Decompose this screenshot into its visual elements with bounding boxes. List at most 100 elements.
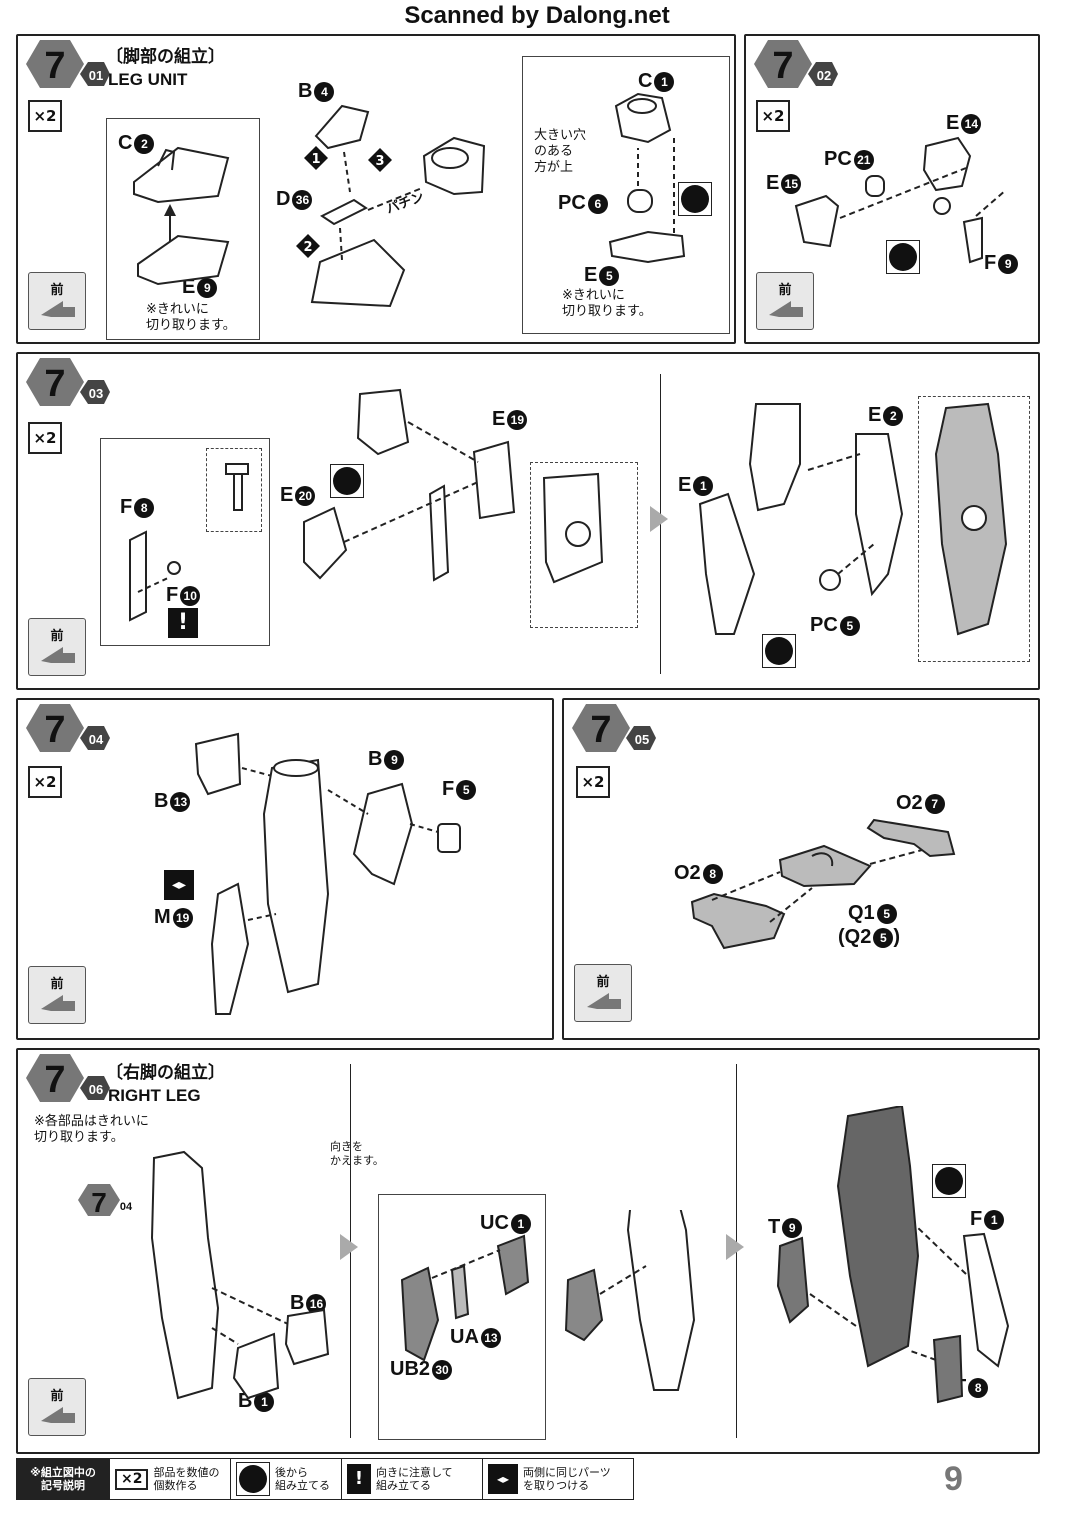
step-badge-7-04: 7 04	[26, 704, 110, 752]
next-arrow-1	[340, 1234, 358, 1260]
attach-later-icon	[236, 1462, 270, 1496]
note-cut-all-cleanly: ※各部品はきれいに 切り取ります。	[34, 1114, 149, 1145]
legend-text-mirror: 両側に同じパーツ を取りつける	[523, 1466, 611, 1492]
symbol-legend: ※組立図中の 記号説明 ×2 部品を数値の 個数作る 後から 組み立てる ! 向…	[16, 1458, 634, 1500]
note-cut-cleanly-2: ※きれいに 切り取ります。	[562, 288, 652, 319]
svg-text:7: 7	[590, 709, 611, 751]
attach-later-icon	[330, 464, 364, 498]
next-arrow	[650, 506, 668, 532]
step-title-jp: 〔脚部の組立〕	[106, 47, 225, 67]
legend-item-attach-later: 後から 組み立てる	[231, 1459, 342, 1499]
seq-2: 2	[303, 240, 312, 255]
times-two-icon: ×2	[115, 1468, 149, 1490]
attach-later-icon	[678, 182, 712, 216]
step-number-01: 01	[89, 68, 103, 83]
attach-later-icon	[886, 240, 920, 274]
svg-text:7: 7	[44, 1059, 65, 1101]
step-badge-7-01: 7 01	[26, 40, 110, 88]
seq-1: 1	[311, 152, 320, 167]
step-badge-7-06: 7 06	[26, 1054, 110, 1102]
attach-later-icon	[932, 1164, 966, 1198]
detail-box-e19-assembled	[530, 462, 638, 628]
step-badge-7-05: 7 05	[572, 704, 656, 752]
part-step05-drawing	[690, 818, 956, 950]
attach-later-icon-2	[762, 634, 796, 668]
front-direction-icon: 前	[28, 1378, 86, 1436]
part-step06-left-drawing	[150, 1150, 330, 1400]
svg-text:7: 7	[44, 45, 65, 87]
page-number: 9	[944, 1460, 963, 1498]
part-b4-d36-drawing	[310, 104, 486, 308]
mirror-parts-icon: ◂▸	[488, 1464, 518, 1494]
svg-text:7: 7	[772, 45, 793, 87]
part-c1-pc6-e5-drawing	[608, 92, 686, 264]
svg-text:7: 7	[44, 363, 65, 405]
front-direction-icon: 前	[28, 272, 86, 330]
part-step03-left-drawing	[129, 388, 604, 622]
front-direction-icon: 前	[574, 964, 632, 1022]
ref-step-big: 7	[91, 1187, 107, 1218]
scan-credit: Scanned by Dalong.net	[404, 2, 670, 29]
part-step04-drawing	[194, 732, 461, 1015]
legend-item-times: ×2 部品を数値の 個数作る	[110, 1459, 231, 1499]
legend-text-caution: 向きに注意して 組み立てる	[376, 1466, 453, 1492]
caution-icon: !	[168, 608, 198, 638]
legend-text-times: 部品を数値の 個数作る	[153, 1466, 220, 1492]
detail-box-assembled-leg	[918, 396, 1030, 662]
detail-box-f10	[206, 448, 262, 532]
note-big-hole-up: 大きい穴 のある 方が上	[534, 128, 587, 175]
part-step02-drawing	[794, 136, 1007, 264]
svg-text:03: 03	[89, 386, 103, 401]
note-change-orientation: 向きを かえます。	[330, 1140, 384, 1167]
svg-text:7: 7	[44, 709, 65, 751]
next-arrow-2	[726, 1234, 744, 1260]
part-step06-mid-drawing	[400, 1210, 696, 1391]
front-direction-icon: 前	[28, 966, 86, 1024]
step-title-en: RIGHT LEG	[108, 1086, 201, 1105]
times-two-icon: ×2	[28, 422, 62, 454]
part-step06-right-drawing	[776, 1106, 1010, 1404]
svg-text:02: 02	[817, 68, 831, 83]
step-7-06-panel: 7 06 〔右脚の組立〕 RIGHT LEG ※各部品はきれいに 切り取ります。…	[16, 1048, 1040, 1454]
times-two-icon: ×2	[28, 100, 62, 132]
svg-text:05: 05	[635, 732, 649, 747]
step-title-en: LEG UNIT	[108, 70, 188, 89]
seq-3: 3	[375, 154, 384, 169]
ref-step-small: 04	[120, 1201, 133, 1213]
sequence-markers: 1 2 3	[296, 146, 392, 258]
part-step03-right-drawing	[698, 402, 1008, 636]
legend-item-caution: ! 向きに注意して 組み立てる	[342, 1459, 483, 1499]
legend-item-mirror: ◂▸ 両側に同じパーツ を取りつける	[483, 1459, 633, 1499]
part-c2-e9-drawing	[133, 146, 230, 286]
step-badge-7-03: 7 03	[26, 358, 110, 406]
